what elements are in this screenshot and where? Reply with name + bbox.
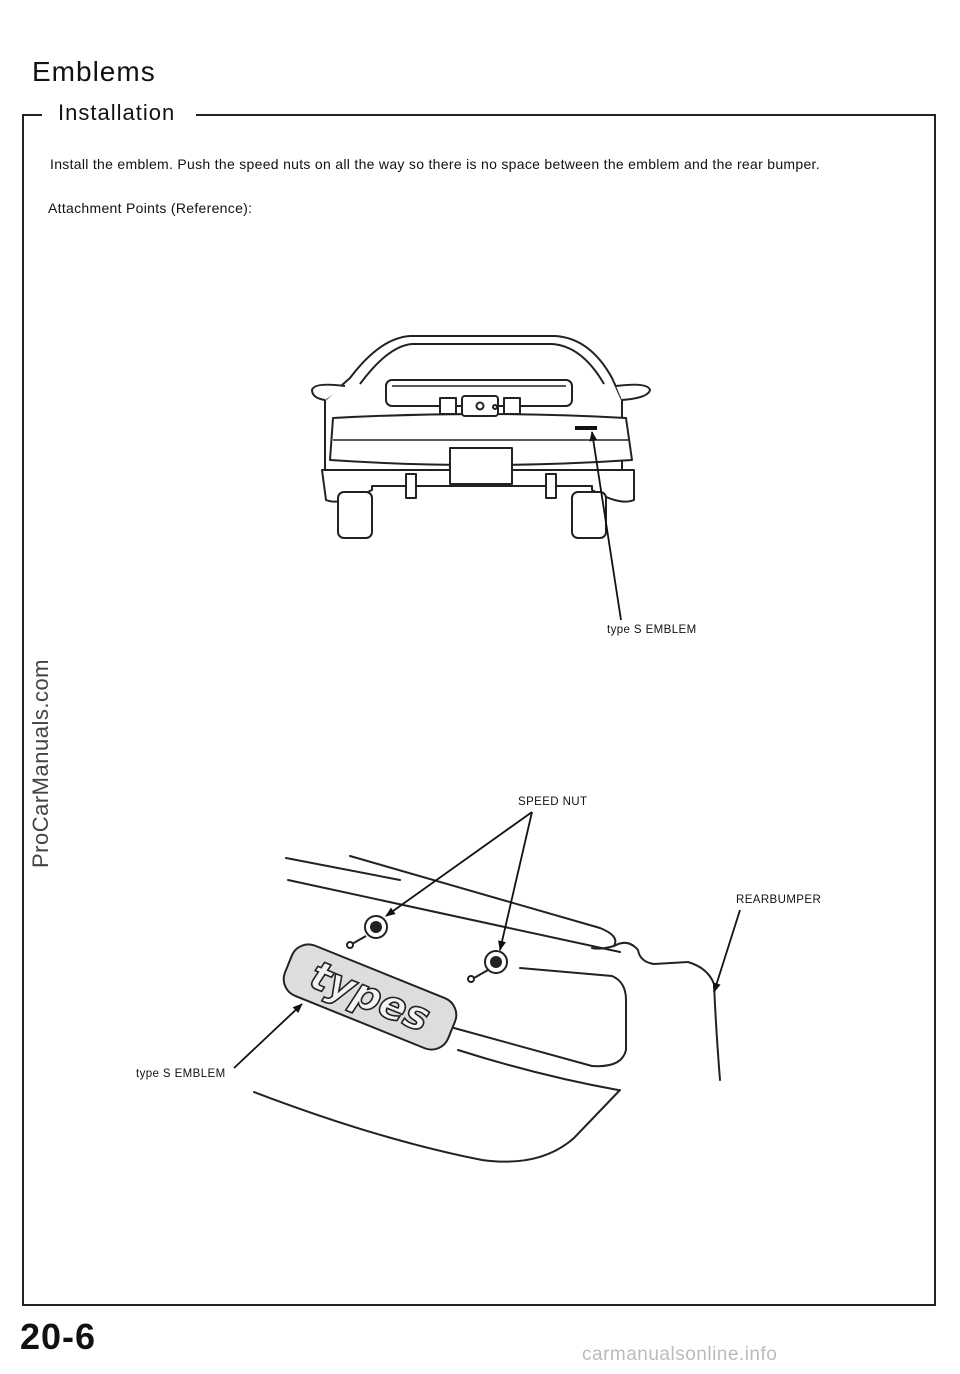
page-number: 20-6	[20, 1316, 97, 1357]
rear-bumper-leader-line	[712, 909, 741, 993]
type-s-emblem-illustration: types	[282, 943, 458, 1051]
speed-nut-right-icon	[467, 950, 508, 983]
footer-watermark: carmanualsonline.info	[582, 1344, 778, 1365]
attachment-heading: Attachment Points (Reference):	[48, 200, 253, 216]
emblem-location-mark	[575, 426, 597, 430]
detail-emblem-callout: type S EMBLEM	[136, 1068, 226, 1080]
car-rear-view-illustration	[311, 335, 651, 539]
instruction-text: Install the emblem. Push the speed nuts …	[50, 156, 820, 172]
car-emblem-leader-line	[589, 431, 622, 621]
speed-nut-left-icon	[346, 915, 388, 949]
rear-bumper-callout: REARBUMPER	[736, 894, 822, 906]
speed-nut-leader-right	[498, 811, 533, 951]
section-heading: Installation	[58, 100, 176, 125]
emblem-lettering-art: types	[304, 952, 437, 1041]
speed-nut-leader-left	[385, 811, 533, 917]
detail-emblem-leader-line	[233, 1003, 303, 1069]
frame-top-right-segment	[196, 114, 936, 116]
page-title: Emblems	[32, 56, 156, 87]
frame-top-left-segment	[22, 114, 42, 116]
side-watermark: ProCarManuals.com	[28, 658, 53, 868]
bumper-detail-illustration	[253, 855, 721, 1163]
car-emblem-callout: type S EMBLEM	[607, 624, 697, 636]
speed-nut-callout: SPEED NUT	[518, 796, 588, 808]
content-frame	[22, 114, 936, 1306]
